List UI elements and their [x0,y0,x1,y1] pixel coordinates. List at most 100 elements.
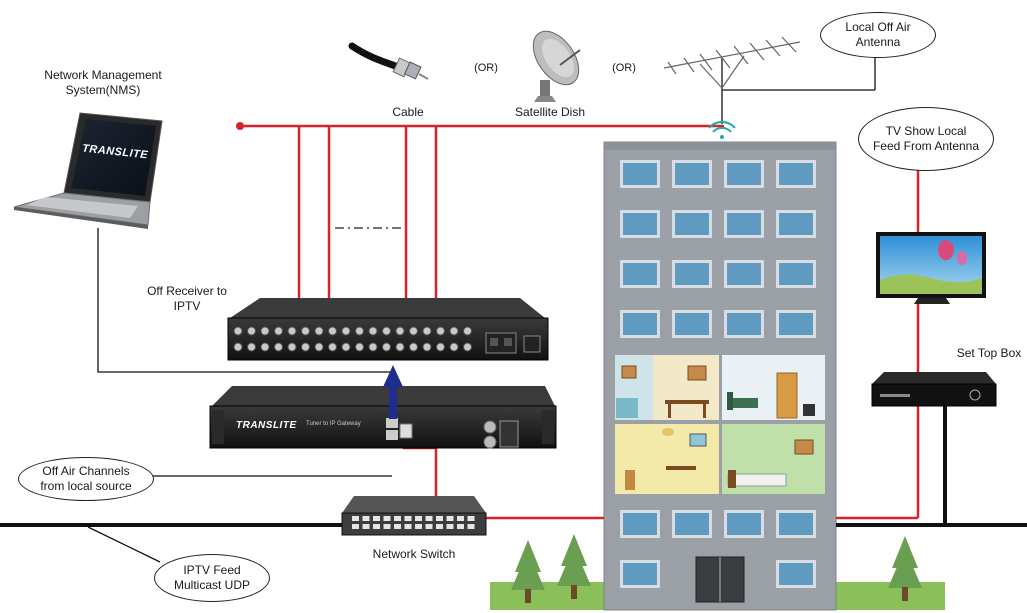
rf-port [422,342,432,352]
ethernet-port [373,524,380,529]
receiver-label-line1: Off Receiver to [147,284,227,298]
gateway-logo: TRANSLITE [236,420,297,431]
receiver-label: Off Receiver to IPTV [132,284,242,314]
nms-label-line1: Network Management [44,68,162,82]
rf-port [409,326,418,336]
rf-port [287,326,297,336]
ethernet-port [383,516,391,521]
offair-callout-line2: from local source [40,479,132,493]
network-lines [0,55,1027,563]
room-bathroom [615,355,653,420]
apartment-building [603,141,837,611]
ethernet-port [352,524,359,529]
ethernet-port [404,524,412,529]
ethernet-port [446,524,454,529]
rf-port [341,326,351,336]
ethernet-port [362,516,370,521]
rf-port [395,342,405,352]
nms-laptop [13,112,163,229]
rf-feed-origin-dot [236,122,244,130]
receiver-label-line2: IPTV [173,299,201,313]
rf-port [341,342,351,352]
ethernet-port [446,516,454,521]
nms-label-line2: System(NMS) [65,83,141,97]
ethernet-port [352,516,359,521]
ethernet-port [394,524,401,529]
ethernet-port [436,524,443,529]
rf-port [247,326,256,336]
ethernet-port [415,524,422,529]
rf-port [463,326,472,336]
receiver-rf-ports [233,326,472,352]
tv-feed-callout-line1: TV Show Local [885,124,967,138]
ethernet-port [457,516,464,521]
room-kitchen [615,424,719,494]
rf-port [449,326,459,336]
rf-feed-lines [240,124,920,520]
rf-port [382,342,391,352]
room-dining [653,355,719,420]
set-top-box-device [871,372,997,407]
satellite-dish-icon [532,30,581,102]
ethernet-port [425,524,433,529]
rf-port [314,326,324,336]
rf-port [247,342,256,352]
rf-port [395,326,405,336]
iptv-callout-line1: IPTV Feed [183,563,241,577]
nms-label: Network Management System(NMS) [28,68,178,98]
rf-port [436,342,445,352]
rf-port [233,342,243,352]
switch-ports [352,516,475,529]
offair-callout-line1: Off Air Channels [42,464,130,478]
yagi-antenna-icon [663,36,801,90]
rf-port [368,342,378,352]
rf-port [355,326,364,336]
ethernet-port [457,524,464,529]
rf-port [355,342,364,352]
ethernet-port [436,516,443,521]
ethernet-port [415,516,422,521]
network-switch-device [341,496,487,536]
or-label-1: (OR) [474,62,498,74]
ethernet-port [394,516,401,521]
tv-display [876,232,986,304]
or-label-2: (OR) [612,62,636,74]
ethernet-port [467,516,475,521]
ethernet-port [383,524,391,529]
gateway-caption: Tuner to IP Gateway [306,421,361,427]
switch-label: Network Switch [372,547,456,561]
rf-port [233,326,243,336]
ethernet-port [467,524,475,529]
antenna-callout-line1: Local Off Air [845,20,911,34]
set-top-box-label: Set Top Box [956,346,1022,360]
off-air-receiver-unit [227,298,549,361]
ethernet-port [362,524,370,529]
antenna-callout-line2: Antenna [855,35,901,49]
uplink-arrow [383,365,403,419]
ethernet-port [404,516,412,521]
ethernet-port [373,516,380,521]
rf-port [328,342,337,352]
rf-port [463,342,472,352]
room-bedroom [722,424,825,494]
rf-port [260,326,270,336]
iptv-callout-line2: Multicast UDP [173,578,250,592]
tuner-to-ip-gateway-unit [209,386,557,449]
rf-port [274,342,283,352]
rf-port [409,342,418,352]
ethernet-port [425,516,433,521]
tv-feed-callout-line2: Feed From Antenna [872,139,980,153]
rf-port [436,326,445,336]
rf-port [314,342,324,352]
rf-port [260,342,270,352]
wireless-signal-icon [708,121,736,139]
satellite-label: Satellite Dish [514,105,586,119]
tree-right [888,536,922,601]
rf-port [382,326,391,336]
